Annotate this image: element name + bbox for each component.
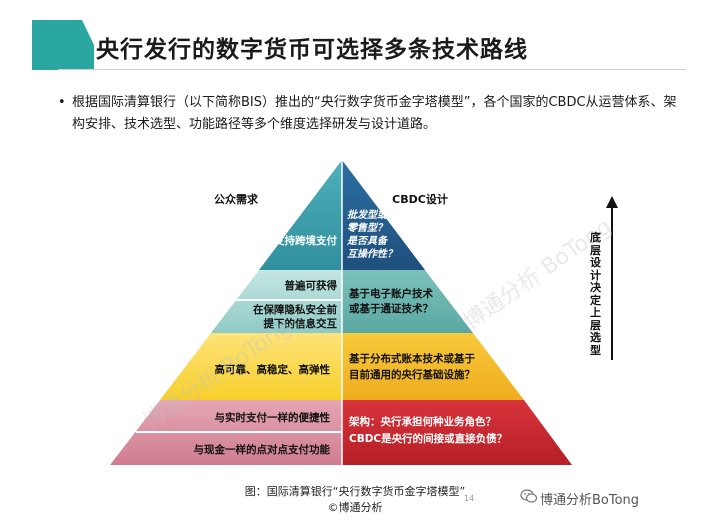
- tier-label: 与现金一样的点对点支付功能: [194, 443, 331, 456]
- left-header: 公众需求: [214, 192, 259, 206]
- design-label: 零售型？: [347, 222, 387, 234]
- pyramid-top-left: [259, 160, 342, 270]
- design-label: 批发型或: [347, 209, 389, 221]
- pyramid-tier3-left: [160, 333, 342, 400]
- title-divider: [58, 69, 686, 70]
- design-label: 基于电子账户技术: [348, 287, 433, 300]
- title-accent-shape: [32, 20, 94, 70]
- tier-label: 与实时支付一样的便捷性: [215, 411, 331, 424]
- figure-caption: 图：国际清算银行“央行数字货币金字塔模型”: [244, 485, 466, 498]
- page-number: 14: [464, 494, 475, 503]
- pyramid-bottom-right: [342, 400, 572, 465]
- tier-label: 在保障隐私安全前: [253, 303, 337, 316]
- wechat-account-label: 博通分析BoTong: [540, 493, 640, 508]
- pyramid-tier2-right: [342, 270, 473, 333]
- right-header: CBDC设计: [392, 192, 448, 206]
- arrow-head-icon: [606, 196, 618, 208]
- pyramid-tier3-right: [342, 333, 524, 400]
- wechat-icon: [520, 489, 538, 503]
- tier-label: 提下的信息交互: [264, 317, 338, 330]
- tier-label: 普遍可获得: [285, 279, 338, 292]
- design-label: 目前通用的央行基础设施？: [349, 368, 475, 381]
- page-title: 央行发行的数字货币可选择多条技术路线: [96, 37, 528, 63]
- intro-paragraph: 根据国际清算银行（以下简称BIS）推出的“央行数字货币金字塔模型”，各个国家的C…: [72, 95, 677, 132]
- design-label: 互操作性？: [347, 248, 397, 260]
- design-label: CBDC是央行的间接或直接负债？: [349, 432, 507, 445]
- tier-label: 支持跨境支付: [273, 234, 337, 247]
- copyright-caption: ©博通分析: [327, 501, 383, 514]
- design-label: 或基于通证技术？: [349, 302, 433, 315]
- pyramid-top-right: [342, 160, 425, 270]
- tier-label: 高可靠、高稳定、高弹性: [215, 363, 331, 376]
- design-label: 是否具备: [346, 235, 389, 247]
- pyramid-tier2-left: [211, 270, 342, 333]
- design-label: 架构：央行承担何种业务角色？: [348, 415, 496, 428]
- design-label: 基于分布式账本技术或基于: [348, 352, 475, 365]
- side-label: 底层设计决定上层选型: [590, 231, 601, 357]
- bullet-marker: •: [58, 95, 66, 110]
